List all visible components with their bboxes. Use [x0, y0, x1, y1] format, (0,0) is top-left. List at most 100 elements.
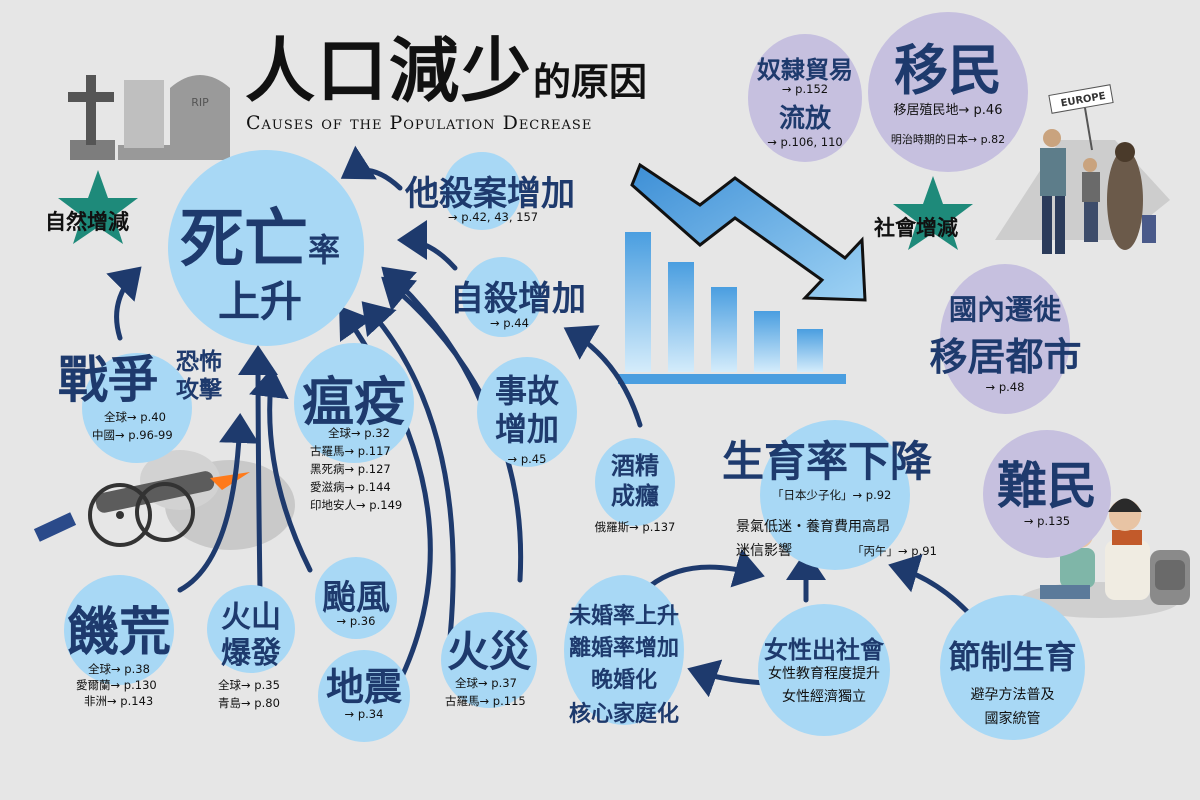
birth-rate-ref: 「日本少子化」→ p.92	[772, 488, 892, 502]
alcohol-circle	[595, 438, 675, 526]
alcohol-title-1: 酒精	[611, 452, 659, 480]
marriage-line-2: 離婚率增加	[568, 636, 679, 661]
contraception-title: 節制生育	[948, 638, 1077, 676]
war-title: 戰爭	[58, 351, 158, 409]
suicide-ref: → p.44	[490, 316, 529, 330]
famine-ref-1: 全球→ p.38	[88, 662, 150, 676]
volcano-ref-2: 青島→ p.80	[218, 696, 280, 710]
birth-rate-ref-2: 「丙午」→ p.91	[852, 544, 937, 558]
refugee-circle	[983, 430, 1111, 558]
death-rate-rise: 上升	[217, 277, 302, 326]
homicide-circle	[443, 152, 521, 230]
immigration-circle	[868, 12, 1028, 172]
women-title: 女性出社會	[764, 636, 884, 664]
alcohol-title-2: 成癮	[611, 482, 659, 510]
domestic-title-2: 移居都市	[929, 335, 1082, 379]
death-rate-rate: 率	[308, 231, 341, 269]
cannon-illustration	[33, 450, 295, 550]
war-circle	[82, 353, 192, 463]
death-rate-circle	[168, 150, 364, 346]
suicide-circle	[462, 257, 542, 337]
marriage-line-4: 核心家庭化	[568, 702, 679, 727]
typhoon-circle	[315, 557, 397, 639]
accident-circle	[477, 357, 577, 467]
birth-rate-circle	[760, 420, 910, 570]
famine-circle	[64, 575, 174, 685]
war-sub-2: 攻擊	[176, 377, 222, 403]
fire-circle	[441, 612, 537, 708]
birth-rate-reason-2: 迷信影響	[736, 543, 792, 559]
accident-title-1: 事故	[494, 372, 559, 410]
domestic-ref: → p.48	[985, 380, 1025, 394]
immigration-ref-1: 移居殖民地→ p.46	[893, 103, 1003, 118]
plague-ref: 黑死病→ p.127	[310, 462, 391, 476]
slave-trade-ref: → p.152	[781, 82, 829, 96]
earthquake-title: 地震	[325, 665, 402, 709]
suicide-title: 自殺增加	[450, 279, 586, 319]
volcano-circle	[207, 585, 295, 673]
plague-ref: 愛滋病→ p.144	[310, 480, 391, 494]
domestic-title-1: 國內遷徙	[948, 293, 1061, 326]
fire-ref-1: 全球→ p.37	[455, 676, 517, 690]
volcano-title-1: 火山	[221, 600, 281, 635]
famine-ref-3: 非洲→ p.143	[84, 694, 154, 708]
contraception-line-1: 避孕方法普及	[970, 687, 1055, 703]
plague-circle	[294, 343, 414, 463]
women-circle	[758, 604, 890, 736]
alcohol-ref: 俄羅斯→ p.137	[594, 520, 676, 534]
death-rate-label: 死亡率	[180, 188, 380, 280]
immigration-title: 移民	[894, 39, 1002, 102]
volcano-title-2: 爆發	[221, 636, 281, 671]
marriage-circle	[564, 575, 684, 725]
homicide-ref: → p.42, 43, 157	[448, 210, 539, 224]
birth-rate-title: 生育率下降	[722, 437, 933, 486]
tombstone-rip-text: RIP	[191, 96, 209, 109]
war-ref-2: 中國→ p.96-99	[92, 428, 173, 442]
immigration-ref-2: 明治時期的日本→ p.82	[890, 133, 1006, 146]
migrants-illustration: EUROPE	[995, 84, 1170, 254]
plague-title: 瘟疫	[301, 373, 406, 433]
slave-trade-title: 奴隸貿易	[757, 56, 853, 84]
famine-ref-2: 愛爾蘭→ p.130	[76, 678, 157, 692]
accident-title-2: 增加	[494, 410, 559, 448]
page-title-suffix: 的原因	[533, 59, 648, 104]
social-star-icon	[893, 176, 973, 250]
war-sub-1: 恐怖	[176, 349, 222, 375]
fire-ref-2: 古羅馬→ p.115	[445, 694, 526, 708]
page-title: 人口減少	[245, 29, 533, 112]
typhoon-title: 颱風	[322, 578, 390, 618]
slave-trade-circle	[748, 34, 862, 162]
homicide-title: 他殺案增加	[405, 174, 575, 214]
plague-ref: 古羅馬→ p.117	[310, 444, 391, 458]
fire-title: 火災	[446, 627, 531, 676]
exile-ref: → p.106, 110	[767, 135, 843, 149]
refugee-ref: → p.135	[1023, 514, 1071, 528]
plague-ref: 全球→ p.32	[328, 426, 390, 440]
marriage-line-3: 晚婚化	[590, 668, 657, 693]
natural-star-icon	[58, 170, 138, 244]
war-ref-1: 全球→ p.40	[104, 410, 166, 424]
tombstones-illustration: RIP	[68, 75, 230, 160]
accident-ref: → p.45	[507, 452, 547, 466]
marriage-line-1: 未婚率上升	[568, 604, 679, 629]
domestic-migration-circle	[940, 264, 1070, 414]
title-block: 人口減少的原因	[245, 15, 725, 116]
earthquake-ref: → p.34	[344, 707, 384, 721]
women-line-2: 女性經濟獨立	[782, 689, 866, 705]
natural-change-label: 自然增減	[45, 210, 129, 234]
page-subtitle: Causes of the Population Decrease	[246, 112, 593, 134]
earthquake-circle	[318, 650, 410, 742]
plague-refs: 全球→ p.32 古羅馬→ p.117 黑死病→ p.127 愛滋病→ p.14…	[310, 424, 402, 514]
contraception-circle	[940, 595, 1085, 740]
famine-title: 饑荒	[66, 603, 171, 663]
exile-title: 流放	[778, 104, 831, 134]
death-rate-title: 死亡	[180, 203, 308, 277]
birth-rate-reason-1: 景氣低迷・養育費用高昂	[736, 519, 890, 535]
contraception-line-2: 國家統管	[984, 711, 1041, 727]
typhoon-ref: → p.36	[336, 614, 376, 628]
social-change-label: 社會增減	[874, 216, 958, 240]
refugee-title: 難民	[997, 457, 1097, 515]
decline-chart-illustration	[618, 162, 867, 384]
women-line-1: 女性教育程度提升	[768, 666, 880, 682]
plague-ref: 印地安人→ p.149	[310, 498, 403, 512]
